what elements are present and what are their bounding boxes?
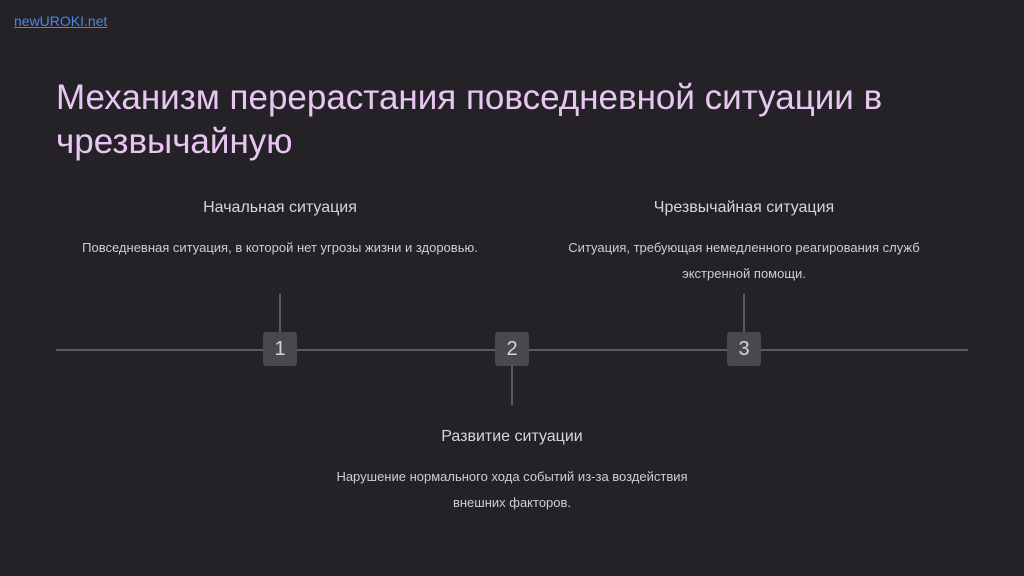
site-link[interactable]: newUROKI.net: [14, 13, 108, 29]
step-1-marker: 1: [263, 332, 297, 366]
step-2-marker: 2: [495, 332, 529, 366]
step-3-title: Чрезвычайная ситуация: [653, 199, 835, 216]
step-1-title: Начальная ситуация: [203, 199, 357, 216]
step-1: Начальная ситуация Повседневная ситуация…: [70, 198, 490, 261]
step-3-marker: 3: [727, 332, 761, 366]
step-2-description: Нарушение нормального хода событий из-за…: [336, 469, 688, 510]
step-1-connector: [279, 294, 281, 332]
step-3: Чрезвычайная ситуация Ситуация, требующа…: [534, 198, 954, 287]
step-1-description: Повседневная ситуация, в которой нет угр…: [82, 240, 478, 255]
step-3-description: Ситуация, требующая немедленного реагиро…: [568, 240, 920, 281]
slide-title: Механизм перерастания повседневной ситуа…: [56, 78, 883, 161]
step-2-connector: [511, 366, 513, 405]
step-3-connector: [743, 294, 745, 332]
step-2: Развитие ситуации Нарушение нормального …: [302, 427, 722, 516]
step-2-title: Развитие ситуации: [441, 428, 583, 445]
